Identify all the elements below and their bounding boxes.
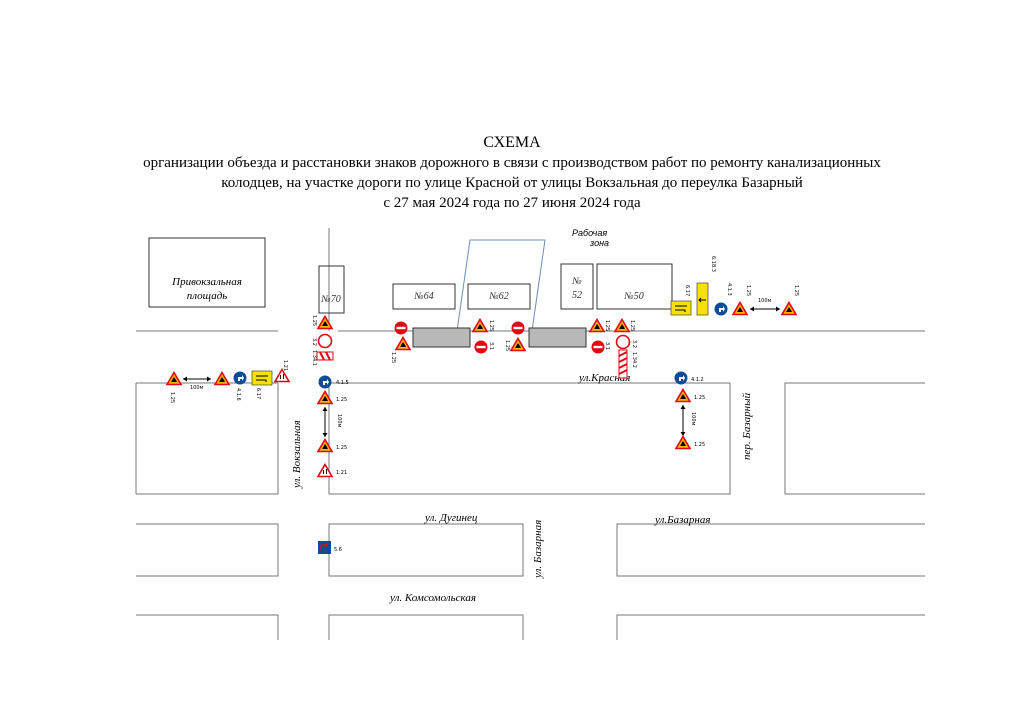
sign-label: 3.1 [604,342,610,350]
no-entry-sign-icon [474,340,488,354]
sign-label: 3.2 [631,340,637,348]
sign-label: 1.25 [793,285,799,296]
direction-sign-icon [318,375,332,389]
lane-bazarny-label: пер. Базарный [741,392,753,460]
sign-label: 4.1.6 [235,388,241,401]
detour-scheme-sign-icon [251,370,273,386]
building-50 [596,263,673,310]
road-works-sign-icon [675,435,691,450]
no-entry-sign-icon [394,321,408,335]
station-square [148,237,266,308]
street-duginets-label: ул. Дугинец [424,512,478,524]
sign-label: 6.17 [684,285,690,296]
sign-label: 1.25 [629,320,635,331]
sign-label: 1.25 [390,352,396,363]
building-52-label-1: № [571,276,581,287]
distance-label: 100м [336,414,342,428]
street-komsomolskaya-label: ул. Комсомольская [389,592,476,604]
street-vokzalnaya-label: ул. Вокзальная [291,420,303,489]
sign-label: 1.25 [311,315,317,326]
road-edges [135,228,925,640]
building-62-label: №62 [488,291,508,302]
sign-label: 4.1.5 [336,380,349,386]
sign-label: 1.25 [504,340,510,351]
distance-label: 100м [758,298,772,304]
sign-label: 1.25 [604,320,610,331]
sign-label: 1.25 [694,395,705,401]
road-works-sign-icon [317,315,333,330]
scheme-title: СХЕМА [483,134,541,151]
street-bazarnaya-vertical-label: ул. Базарная [532,520,544,579]
road-works-sign-icon [472,318,488,333]
direction-sign-icon [233,371,247,385]
work-barrier-left [412,327,471,348]
building-64 [392,283,456,310]
road-works-sign-icon [510,337,526,352]
no-traffic-sign-icon [615,334,631,350]
building-70-label: №70 [320,294,340,305]
direction-chevron-board-icon [316,351,334,361]
sign-label: 1.25 [336,445,347,451]
scheme-subtitle-line-2: колодцев, на участке дороги по улице Кра… [221,175,803,191]
sign-label: 4.1.3 [726,283,732,296]
work-zone-outline [456,239,546,332]
road-works-sign-icon [395,336,411,351]
detour-direction-sign-icon [696,282,709,316]
direction-sign-icon [714,302,728,316]
street-krasnaya-label: ул.Красная [578,372,630,384]
road-works-sign-icon [589,318,605,333]
road-works-sign-icon [166,371,182,386]
work-zone-label-1: Рабочая [572,228,607,238]
sign-label: 6.17 [255,388,261,399]
road-works-sign-icon [781,301,797,316]
sign-label: 1.34.1 [311,350,317,366]
sign-label: 1.25 [336,397,347,403]
road-works-sign-icon [732,301,748,316]
scheme-date-range: с 27 мая 2024 года по 27 июня 2024 года [383,195,641,211]
sign-label: 1.25 [488,320,494,331]
road-works-sign-icon [675,388,691,403]
two-way-traffic-sign-icon [274,368,290,383]
no-entry-sign-icon [591,340,605,354]
sign-label: 4.1.2 [691,377,704,383]
sign-label: 1.34.2 [631,352,637,368]
road-works-sign-icon [317,390,333,405]
building-52 [560,263,594,310]
sign-label: 1.21 [336,470,347,476]
sign-label: 3.1 [488,342,494,350]
building-62 [467,283,531,310]
building-50-label: №50 [623,291,643,302]
station-square-label-2: площадь [187,290,228,302]
lane-direction-sign-icon [318,541,331,554]
scheme-subtitle-line-1: организации объезда и расстановки знаков… [143,155,881,171]
distance-label: 100м [690,412,696,426]
road-works-sign-icon [317,438,333,453]
sign-label: 6.18.3 [710,256,716,272]
sign-label: 1.21 [282,360,288,371]
no-entry-sign-icon [511,321,525,335]
sign-label: 5.6 [334,547,342,553]
detour-scheme-sign-icon [670,300,692,316]
building-52-label-2: 52 [572,290,582,301]
building-70 [318,265,345,314]
road-works-sign-icon [214,371,230,386]
sign-label: 1.25 [694,442,705,448]
station-square-label-1: Привокзальная [171,276,242,288]
work-barrier-right [528,327,587,348]
sign-label: 1.25 [169,392,175,403]
two-way-traffic-sign-icon [317,463,333,478]
distance-label: 100м [190,385,204,391]
direction-sign-icon [674,371,688,385]
street-bazarnaya-label: ул.Базарная [654,514,710,526]
building-64-label: №64 [413,291,433,302]
sign-label: 3.2 [311,338,317,346]
work-zone-label-2: зона [589,238,609,248]
no-traffic-sign-icon [317,333,333,349]
road-works-sign-icon [614,318,630,333]
sign-label: 1.25 [745,285,751,296]
